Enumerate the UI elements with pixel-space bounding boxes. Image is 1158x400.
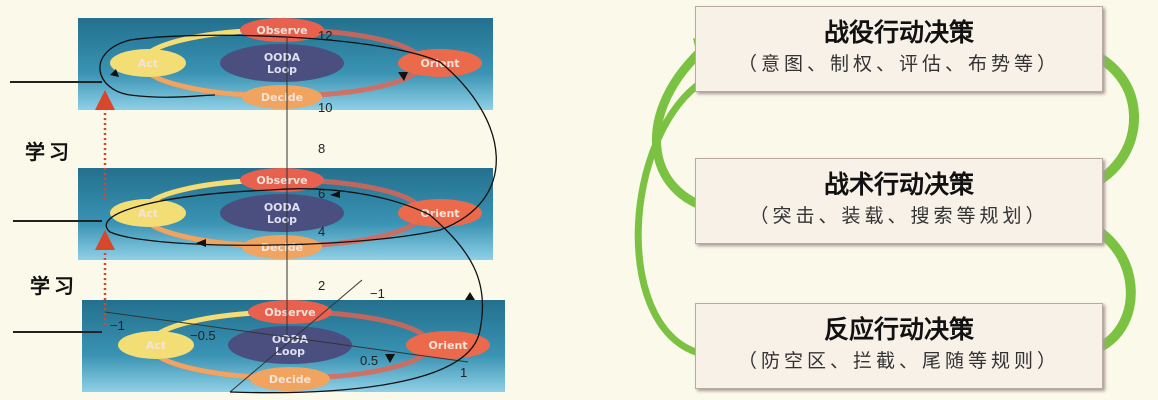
act-node bbox=[118, 331, 194, 359]
box-title: 战役行动决策 bbox=[823, 18, 974, 47]
decide-node bbox=[242, 85, 322, 109]
campaign-decision-box: 战役行动决策 （意图、制权、评估、布势等） bbox=[695, 6, 1103, 92]
ooda-node bbox=[228, 326, 352, 364]
ooda-node bbox=[220, 44, 344, 82]
decide-label: Decide bbox=[261, 241, 303, 254]
x-axis bbox=[104, 311, 469, 363]
loop-label: Loop bbox=[275, 345, 305, 358]
act-label: Act bbox=[138, 207, 158, 220]
decide-node bbox=[250, 367, 330, 391]
y-tick: −1 bbox=[370, 286, 385, 301]
box-detail: （防空区、拦截、尾随等规则） bbox=[737, 350, 1060, 372]
ooda-label: OODA bbox=[264, 201, 301, 214]
z-tick: 8 bbox=[318, 141, 325, 156]
orient-label: Orient bbox=[420, 207, 459, 220]
orient-label: Orient bbox=[420, 57, 459, 70]
decide-node bbox=[242, 235, 322, 259]
x-tick: −1 bbox=[110, 318, 125, 333]
loop-label: Loop bbox=[267, 63, 297, 76]
reaction-decision-box: 反应行动决策 （防空区、拦截、尾随等规则） bbox=[695, 303, 1103, 389]
box-detail: （突击、装载、搜索等规划） bbox=[749, 205, 1049, 227]
z-tick: 10 bbox=[318, 100, 332, 115]
observe-label: Observe bbox=[264, 306, 315, 319]
z-tick: 12 bbox=[318, 28, 332, 43]
x-tick: 1 bbox=[460, 365, 467, 380]
act-node bbox=[110, 199, 186, 227]
observe-node bbox=[240, 168, 324, 192]
act-label: Act bbox=[138, 57, 158, 70]
observe-node bbox=[248, 300, 332, 324]
act-label: Act bbox=[146, 339, 166, 352]
z-tick: 6 bbox=[318, 186, 325, 201]
decide-label: Decide bbox=[261, 91, 303, 104]
z-tick: 4 bbox=[318, 224, 325, 239]
box-title: 战术行动决策 bbox=[823, 170, 974, 199]
act-node bbox=[110, 49, 186, 77]
observe-label: Observe bbox=[256, 24, 307, 37]
learn-label: 学习 bbox=[25, 140, 73, 164]
ooda-label: OODA bbox=[264, 51, 301, 64]
spiral-path bbox=[99, 34, 497, 394]
tactical-decision-box: 战术行动决策 （突击、装载、搜索等规划） bbox=[695, 158, 1103, 244]
box-title: 反应行动决策 bbox=[823, 315, 974, 344]
arrow-reaction-to-campaign bbox=[634, 74, 712, 359]
ooda-node bbox=[220, 194, 344, 232]
orient-node bbox=[398, 49, 482, 77]
orient-label: Orient bbox=[428, 339, 467, 352]
observe-label: Observe bbox=[256, 174, 307, 187]
decide-label: Decide bbox=[269, 373, 311, 386]
x-tick: −0.5 bbox=[190, 328, 216, 343]
box-detail: （意图、制权、评估、布势等） bbox=[737, 53, 1060, 75]
z-tick: 2 bbox=[318, 278, 325, 293]
loop-label: Loop bbox=[267, 213, 297, 226]
learn-label: 学习 bbox=[30, 274, 78, 298]
y-axis bbox=[229, 279, 363, 393]
x-tick: 0.5 bbox=[360, 353, 378, 368]
